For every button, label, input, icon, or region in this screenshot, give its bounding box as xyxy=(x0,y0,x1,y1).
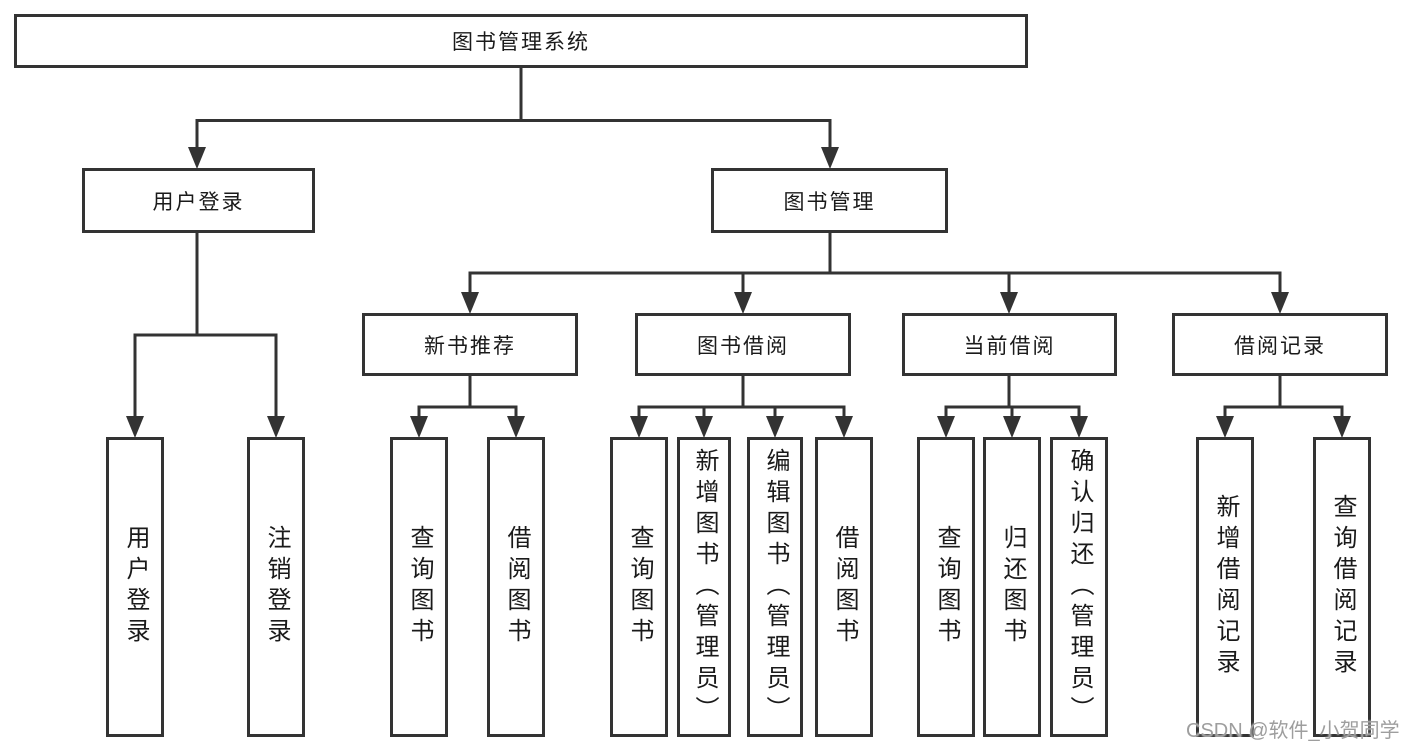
node-user-login-leaf: 用户登录 xyxy=(106,437,164,737)
node-book-management: 图书管理 xyxy=(711,168,948,233)
node-add-books-admin: 新增图书（管理员） xyxy=(677,437,731,737)
csdn-watermark: CSDN @软件_小贺同学 xyxy=(1186,720,1400,742)
node-return-books: 归还图书 xyxy=(983,437,1041,737)
node-borrow-records: 借阅记录 xyxy=(1172,313,1388,376)
node-user-login-module: 用户登录 xyxy=(82,168,315,233)
node-query-books-current: 查询图书 xyxy=(917,437,975,737)
node-query-books-recommend: 查询图书 xyxy=(390,437,448,737)
arrowheads xyxy=(126,147,1351,438)
node-query-books-borrow: 查询图书 xyxy=(610,437,668,737)
node-new-book-recommend: 新书推荐 xyxy=(362,313,578,376)
node-logout-leaf: 注销登录 xyxy=(247,437,305,737)
node-library-system: 图书管理系统 xyxy=(14,14,1028,68)
node-borrow-books-recommend: 借阅图书 xyxy=(487,437,545,737)
node-book-borrow: 图书借阅 xyxy=(635,313,851,376)
node-confirm-return-admin: 确认归还（管理员） xyxy=(1050,437,1108,737)
node-query-borrow-record: 查询借阅记录 xyxy=(1313,437,1371,737)
node-add-borrow-record: 新增借阅记录 xyxy=(1196,437,1254,737)
node-edit-books-admin: 编辑图书（管理员） xyxy=(747,437,803,737)
node-current-borrow: 当前借阅 xyxy=(902,313,1117,376)
node-borrow-books-leaf: 借阅图书 xyxy=(815,437,873,737)
